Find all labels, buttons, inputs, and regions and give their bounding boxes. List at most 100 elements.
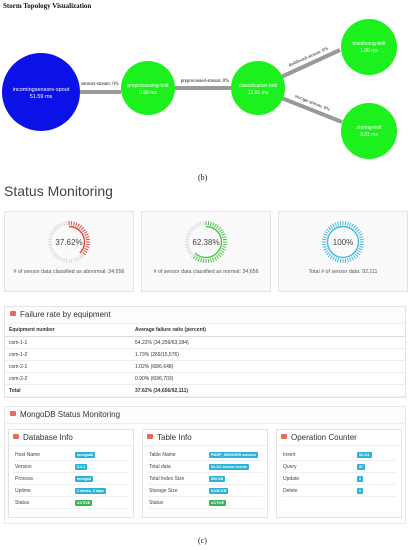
gauge-tick [60, 257, 63, 262]
gauge-tick [357, 231, 362, 234]
gauge-tick [60, 222, 63, 227]
gauge-tick [322, 238, 327, 241]
gauge-tick [209, 258, 212, 263]
ratio-cell: 37.62% (34,656/92,111) [131, 384, 405, 397]
gauge-tick [207, 221, 210, 226]
node-label: preprocessing-bolt [127, 83, 169, 89]
gauge-tick [322, 243, 327, 246]
gauge-tick [354, 253, 359, 258]
gauge-tick [217, 253, 222, 258]
failure-table: Equipment number Average failure ratio (… [5, 324, 405, 397]
gauge-tick [219, 228, 223, 233]
gauge-tick [48, 236, 53, 239]
gauge-tick [322, 236, 327, 239]
gauge-tick [215, 255, 220, 259]
gauge-tick [190, 253, 195, 258]
gauge-tick [346, 258, 349, 263]
status-title: Status Monitoring [4, 183, 113, 199]
kv-key: Query [283, 464, 297, 470]
gauge-tick [63, 221, 66, 226]
ratio-cell: 1.02% (68/6,648) [131, 360, 405, 373]
kv-value: 2 weeks, 2 days [75, 488, 106, 494]
node-storing-bolt[interactable] [341, 103, 397, 159]
gauge-tick [339, 221, 342, 226]
equipment-cell: com-1-1 [5, 336, 131, 349]
kv-key: Process [15, 476, 34, 482]
gauge-tick [52, 251, 56, 256]
node-label: storing-bolt [357, 125, 382, 131]
gauge-tick [84, 248, 89, 251]
node-classification-bolt[interactable] [231, 61, 285, 115]
gauge-tick [53, 226, 58, 231]
edge-storage-stream [278, 95, 343, 124]
gauge-tick [214, 223, 217, 228]
figure-label-c: (c) [198, 536, 207, 545]
counter-icon [281, 434, 287, 440]
database-icon [13, 434, 19, 440]
gauge-tick [332, 223, 335, 228]
kv-value: 800 KB [209, 476, 226, 482]
gauge-tick [221, 248, 226, 251]
mongodb-panel-header: MongoDB Status Monitoring [5, 407, 405, 424]
kv-key: Status [149, 500, 164, 506]
normal-caption: # of sensor data classified as normal: 3… [153, 269, 259, 275]
gauge-tick [185, 236, 190, 239]
gauge-tick [70, 221, 73, 226]
gauge-tick [217, 226, 222, 231]
mongodb-title: MongoDB Status Monitoring [20, 410, 121, 419]
gauge-tick [189, 251, 193, 256]
kv-key: Host Name [15, 452, 41, 458]
gauge-tick [186, 233, 191, 236]
kv-value: mongodb [75, 452, 96, 458]
gauge-tick [187, 250, 192, 253]
operation-counter-header: Operation Counter [277, 430, 401, 446]
node-latency: 12.01 ms [248, 90, 269, 96]
gauge-tick [202, 221, 205, 226]
gauge-tick [209, 221, 212, 226]
figure-label-b: (b) [198, 173, 208, 182]
node-preprocessing-bolt[interactable] [121, 61, 175, 115]
gauge-tick [192, 225, 197, 229]
gauge-tick [222, 236, 227, 239]
table-icon [10, 311, 16, 317]
kv-key: Update [283, 476, 300, 482]
failure-panel: Failure rate by equipment Equipment numb… [4, 306, 406, 398]
gauge-tick [334, 257, 337, 262]
gauge-tick [48, 243, 53, 246]
gauge-tick [200, 221, 203, 226]
gauge-tick [58, 223, 61, 228]
gauge-tick [359, 243, 364, 246]
equipment-cell: com-1-2 [5, 348, 131, 361]
edge-label: sensors-stream: 0% [81, 82, 118, 87]
node-monitoring-bolt[interactable] [341, 19, 397, 75]
gauge-tick [220, 231, 225, 234]
gauge-tick [352, 255, 357, 259]
node-incomingsensors-spout[interactable] [2, 53, 80, 131]
status-badge: ACTIVE [75, 500, 93, 506]
gauge-tick [344, 221, 347, 226]
gauge-tick [82, 228, 86, 233]
operation-counter-title: Operation Counter [291, 433, 357, 442]
kv-key: Table Name [149, 452, 176, 458]
gauge-tick [322, 245, 327, 248]
gauge-tick [85, 243, 90, 246]
kv-value: PMGP_SENSORS sensors [209, 452, 258, 458]
gauge-tick [214, 256, 217, 261]
topology-title: Storm Topology Visualization [3, 2, 92, 10]
kv-value: 92,111 [357, 452, 372, 458]
gauge-arc [326, 225, 360, 259]
table-info-header: Table Info [143, 430, 267, 446]
gauge-tick [63, 258, 66, 263]
equipment-cell: com-2-1 [5, 360, 131, 373]
gauge-tick [349, 257, 352, 262]
database-icon [10, 411, 16, 417]
total-percent: 100% [332, 238, 354, 247]
gauge-tick [187, 231, 192, 234]
gauge-tick [185, 243, 190, 246]
normal-percent: 62.38% [192, 238, 220, 247]
kv-value: 9,630 KB [209, 488, 229, 494]
node-latency: 0.86 ms [139, 90, 157, 96]
